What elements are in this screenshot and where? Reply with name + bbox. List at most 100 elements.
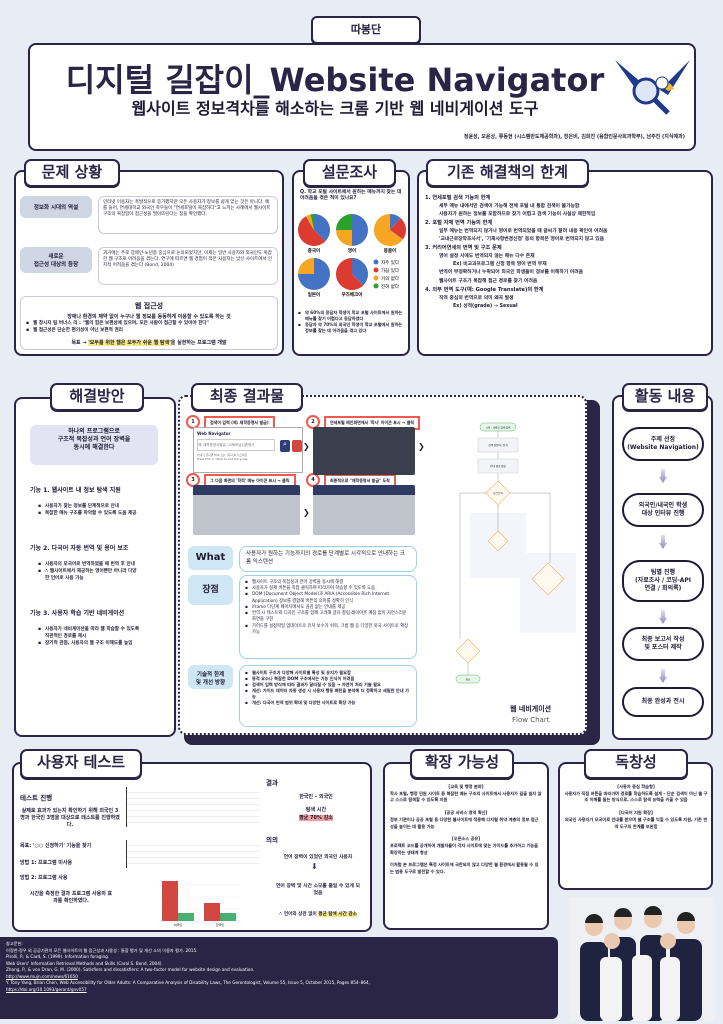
section-text: 사용자가 직접 버튼을 따라가며 경로를 학습하도록 설계 – 단순 검색이 아…	[564, 790, 708, 803]
flow-node-label: 종료	[466, 678, 471, 682]
feature-heading: 기능 1. 웹사이트 내 정보 탐색 지원	[30, 487, 121, 494]
originality-title: 독창성	[584, 749, 688, 779]
pie-slice	[390, 214, 401, 230]
ext-hint-en: Press ESC or 'Stop' to end the guide.	[197, 457, 249, 461]
activity-title: 활동 내용	[622, 383, 708, 411]
poster-title: 디지털 길잡이_Website Navigator	[65, 61, 605, 99]
pie-slice	[374, 214, 403, 246]
sig-title: 의의	[266, 836, 278, 844]
bar	[162, 881, 178, 921]
feature-item: 복잡한 메뉴 구조를 파악할 수 있도록 도움 제공	[38, 511, 140, 518]
limit-heading: 1. 연세포털 검색 기능의 한계	[425, 195, 491, 201]
limit-item: 직역 중심의 번역으로 의미 왜곡 발생	[439, 295, 514, 301]
sig-3: ∴ 언어와 상관 없이 평균 탐색 시간 감소	[266, 911, 370, 917]
activity-step: 팀별 진행 (자료조사 / 코딩-API 연결 / 회의록)	[622, 560, 704, 602]
references: 참고문헌:이정현·정우 외 공공기관의 모든 웹사이트의 웹 접근성과 사용성 …	[0, 937, 558, 1019]
poster-subtitle: 웹사이트 정보격차를 해소하는 크롬 기반 웹 네비게이션 도구	[131, 99, 539, 118]
flow-node-label: 조건 분기	[493, 491, 503, 495]
goal-highlight: '모두를 위한 웹은 모두가 쉬운 웹 탐색'	[88, 340, 171, 346]
access-bullet: 웹 창시자 팀 버너스 리 : "웹의 힘은 보편성에 있으며, 모든 사람이 …	[26, 321, 276, 328]
limit-item: 세부 메뉴 내에서만 검색이 가능해 전체 포털 내 통합 검색이 불가능함	[439, 203, 580, 209]
legend-swatch	[373, 267, 379, 273]
reference-item: Pirolli, P., & Card, S. (1999). Informat…	[6, 954, 110, 959]
flow-decision-node	[455, 638, 481, 664]
pro-item: 가이드를 설정파일 업데이트로 유지 보수가 쉬워, 크롬 웹 등 다양한 외국…	[245, 624, 411, 636]
sig-3-highlight: 평균 탐색 시간 감소	[318, 912, 357, 917]
problem-label-2: 새로운 접근성 대상의 등장	[20, 247, 92, 273]
tech-limit-item: 웹사이트 구조가 다양해 사이트별 특성 및 유지가 필요함	[245, 670, 411, 676]
survey-question: Q. 학교 포털 사이트에서 원하는 메뉴까지 찾는 데 어려움을 겪은 적이 …	[300, 190, 402, 202]
res-value: 평균 70% 감소	[266, 814, 366, 821]
section-heading: [오픈소스 공유]	[451, 836, 481, 842]
pie-slice	[336, 230, 352, 246]
reference-item[interactable]: https://doi.org/10.1093/geront/gnv057	[6, 986, 87, 992]
limit-item: 번역이 부정확하거나 누락되어 외국인 학생들이 정보를 이해하기 어려움	[439, 270, 584, 276]
what-label: What	[188, 546, 233, 570]
tech-limits-list: 웹사이트 구조가 다양해 사이트별 특성 및 유지가 필요함동적 요소나 복잡한…	[239, 665, 417, 727]
pie-slice	[336, 258, 364, 290]
section-text: 이처럼 본 프로그램은 특정 사이트에 국한되지 않고 다양한 웹 환경에서 활…	[390, 862, 539, 875]
survey-notes: 약 60%의 응답자 학생이 학교 포털 사이트에서 원하는 메뉴를 찾기 어렵…	[298, 310, 406, 334]
search-input[interactable]	[197, 439, 275, 451]
section-text: 학사 포털, 행정 민원 사이트 등 복잡한 메뉴 구조의 사이트에서 사용자가…	[390, 790, 542, 803]
reference-item[interactable]: http://www.mujn.com/news/61650	[6, 973, 78, 979]
activity-step: 최종 완성과 전시	[622, 687, 704, 717]
scalability-title: 확장 가능성	[410, 749, 514, 779]
screenshot-step-2	[313, 427, 415, 475]
survey-note: 응답자 약 70%의 외국인 학생이 학교 포털에서 원하는 정보를 찾는 데 …	[298, 322, 406, 334]
feature-items: 사용자가 네비게이션을 따라 웹 학습할 수 있도록 직관적인 경로를 제시장기…	[30, 627, 140, 647]
pie-slice	[310, 214, 314, 230]
feature-item: 사용자가 네비게이션을 따라 웹 학습할 수 있도록 직관적인 경로를 제시	[38, 627, 140, 640]
search-button[interactable]: ⌕	[280, 440, 290, 452]
limit-item: Ex) 성적(grade) → Sexual	[453, 303, 518, 309]
limit-heading: 2. 포털 자체 번역 기능의 한계	[425, 220, 493, 227]
solution-intro: 하나의 프로그램으로 구조적 복잡성과 언어 장벽을 동시에 해결한다	[30, 425, 158, 465]
limit-heading: 4. 외부 번역 도구(예: Google Translate)의 한계	[425, 286, 544, 293]
access-definition: 장애나 환경의 제약 없이 누구나 웹 정보를 동등하게 이용할 수 있도록 하…	[67, 314, 231, 321]
legend-label: 거의 없다	[381, 275, 400, 282]
flow-chart-title: 웹 네비게이션	[510, 705, 552, 713]
limits-section	[417, 170, 713, 356]
arrow-down-icon	[659, 669, 667, 683]
result-table-1	[126, 787, 260, 827]
stop-button[interactable]	[292, 440, 302, 452]
scalability-section	[383, 762, 549, 930]
authors: 정윤성, 오윤상, 류동현 (시스템반도체공학과), 장은비, 김희진 (융합인…	[463, 134, 685, 140]
title-box	[28, 43, 696, 151]
pro-item: iframe 다단계 페이지에서도 끊김 없는 안내를 제공	[245, 605, 411, 611]
access-title: 웹 접근성	[134, 302, 164, 310]
limit-item: Ex) 비교과프로그램 신청 항목 영어 번역 부재	[453, 262, 547, 268]
limit-heading: 3. 커리어연세의 번역 및 구조 문제	[425, 245, 502, 252]
problem-title: 문제 상황	[24, 159, 120, 187]
bar-category-label: 외국인	[174, 922, 183, 927]
bar	[204, 903, 220, 921]
arrow-down-icon	[659, 610, 667, 624]
feature-items: 사용자의 모국어로 번역하였을 때 번역 후 안내∴ 웹사이트에서 제공하는 영…	[30, 562, 140, 582]
eagle-magnifier-logo	[615, 60, 690, 115]
next-arrow-icon: ❯	[418, 442, 425, 451]
goal-suffix: 을 실현하는 프로그램 개발	[170, 340, 227, 346]
pie-slice	[390, 217, 406, 240]
legend-label: 자주 있다	[381, 259, 400, 266]
test-method-1: 방법 1: 프로그램 미사용	[20, 860, 73, 866]
screenshot-step-4	[313, 485, 415, 535]
pie-slice	[314, 214, 330, 242]
access-bullet: 웹 접근성은 단순한 편의성이 아닌 보편적 권리	[26, 328, 276, 335]
section-text: 프로젝트 코드를 공개하여 개발자들이 각자 사이트에 맞는 가이드를 추가하고…	[390, 843, 538, 855]
legend-swatch	[373, 283, 379, 289]
reference-item: 이정현·정우 외 공공기관의 모든 웹사이트의 웹 접근성과 사용성 : 통합 …	[6, 947, 198, 953]
pie-label: 일본어	[308, 291, 320, 298]
flow-connector	[459, 431, 551, 675]
screenshot-step-3	[193, 485, 300, 535]
feature-item: 사용자의 모국어로 번역하였을 때 번역 후 안내	[38, 562, 140, 569]
pie-slice	[352, 214, 368, 246]
legend-swatch	[373, 259, 379, 265]
tech-limit-item: 개선: 다국어 번역 범위 확대 및 다양한 사이트로 확장 가능	[245, 700, 411, 706]
flow-decision-node	[531, 562, 565, 596]
problem-label-1: 정보화 시대의 역설	[20, 196, 92, 218]
activity-step: 최종 보고서 작성 및 포스터 제작	[622, 627, 704, 661]
references-title: 참고문헌:	[6, 941, 23, 946]
